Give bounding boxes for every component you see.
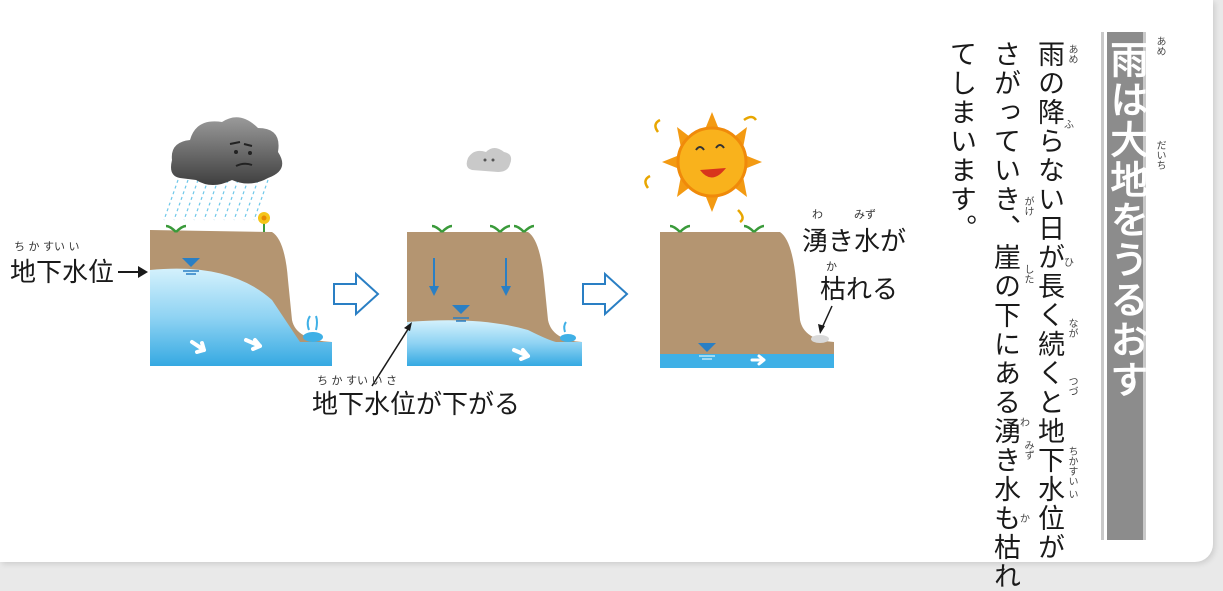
- spring-icon: [303, 315, 323, 342]
- sprout-icon: [669, 224, 765, 233]
- down-arrow: [501, 258, 511, 296]
- title-bar: [1101, 32, 1149, 540]
- ruby-mizu: みず: [854, 208, 876, 221]
- panel-3: わ みず 湧き水が か 枯れる: [644, 112, 906, 368]
- body-ruby-gake: がけ: [1022, 196, 1033, 216]
- flow-arrow: [244, 338, 262, 351]
- flow-arrow: [750, 354, 766, 366]
- sprout-icon: [165, 224, 187, 233]
- groundwater: [150, 268, 332, 366]
- title-ruby-ame: あめ: [1154, 36, 1165, 56]
- rain-cloud-icon: [163, 117, 283, 221]
- groundwater-diagram: ち か すい い 地下水位: [10, 112, 906, 420]
- flow-arrow: [512, 348, 530, 361]
- body-ruby-ka: か: [1020, 514, 1030, 525]
- body-ruby-chikasuii: ちかすい い: [1066, 446, 1077, 500]
- label-level-falls: 地下水位が下がる: [312, 390, 520, 420]
- ruby-chikasuii-1: ち か すい い: [14, 240, 80, 253]
- page-title: 雨は大地をうるおす: [1104, 40, 1148, 400]
- body-ruby-hi: ひ: [1064, 258, 1074, 269]
- transition-arrow: [333, 271, 380, 317]
- flow-arrow: [190, 340, 206, 354]
- small-cloud-icon: [466, 148, 512, 172]
- panel-2: ち か すい い さ 地下水位が下がる: [312, 148, 582, 420]
- body-ruby-wa: わ: [1020, 418, 1030, 429]
- water-level-marker: [698, 343, 716, 360]
- water-level-marker: [182, 258, 200, 275]
- down-arrow: [429, 258, 439, 296]
- pointer-line: [818, 305, 833, 334]
- soil-block: [660, 232, 834, 366]
- groundwater: [407, 320, 582, 366]
- body-line-1: 雨の降らない日が長く続くと地下水位が: [1033, 40, 1064, 562]
- dry-spring-icon: [811, 335, 829, 343]
- water-level-marker: [452, 305, 470, 322]
- transition-arrow: [582, 271, 629, 317]
- pointer-arrow: [118, 266, 148, 278]
- sprout-icon: [431, 224, 535, 233]
- flower-icon: [258, 212, 270, 232]
- pointer-line: [371, 322, 412, 387]
- body-ruby-ame: あめ: [1066, 44, 1077, 64]
- label-dries-up: 枯れる: [820, 275, 898, 305]
- title-ruby-daichi: だいち: [1154, 140, 1165, 170]
- body-ruby-fu: ふ: [1064, 120, 1074, 131]
- body-ruby-shita: した: [1022, 264, 1033, 284]
- spring-icon: [560, 321, 576, 342]
- body-ruby-tsuzu: つづ: [1066, 376, 1077, 396]
- panel-1: ち か すい い 地下水位: [10, 117, 332, 366]
- body-ruby-naga: なが: [1066, 318, 1077, 338]
- body-ruby-mizu: みず: [1022, 440, 1033, 460]
- ruby-chikasuii-sa: ち か すい い さ: [317, 374, 397, 387]
- groundwater: [660, 354, 834, 368]
- label-groundwater-level: 地下水位: [10, 258, 114, 288]
- label-spring-water: 湧き水が: [802, 227, 906, 257]
- ruby-wa: わ: [812, 208, 823, 221]
- body-line-2: さがっていき、崖の下にある湧き水も枯れ: [989, 40, 1020, 591]
- ruby-ka: か: [826, 260, 837, 273]
- body-line-3: てしまいます。: [945, 40, 976, 243]
- sun-icon: [644, 112, 762, 224]
